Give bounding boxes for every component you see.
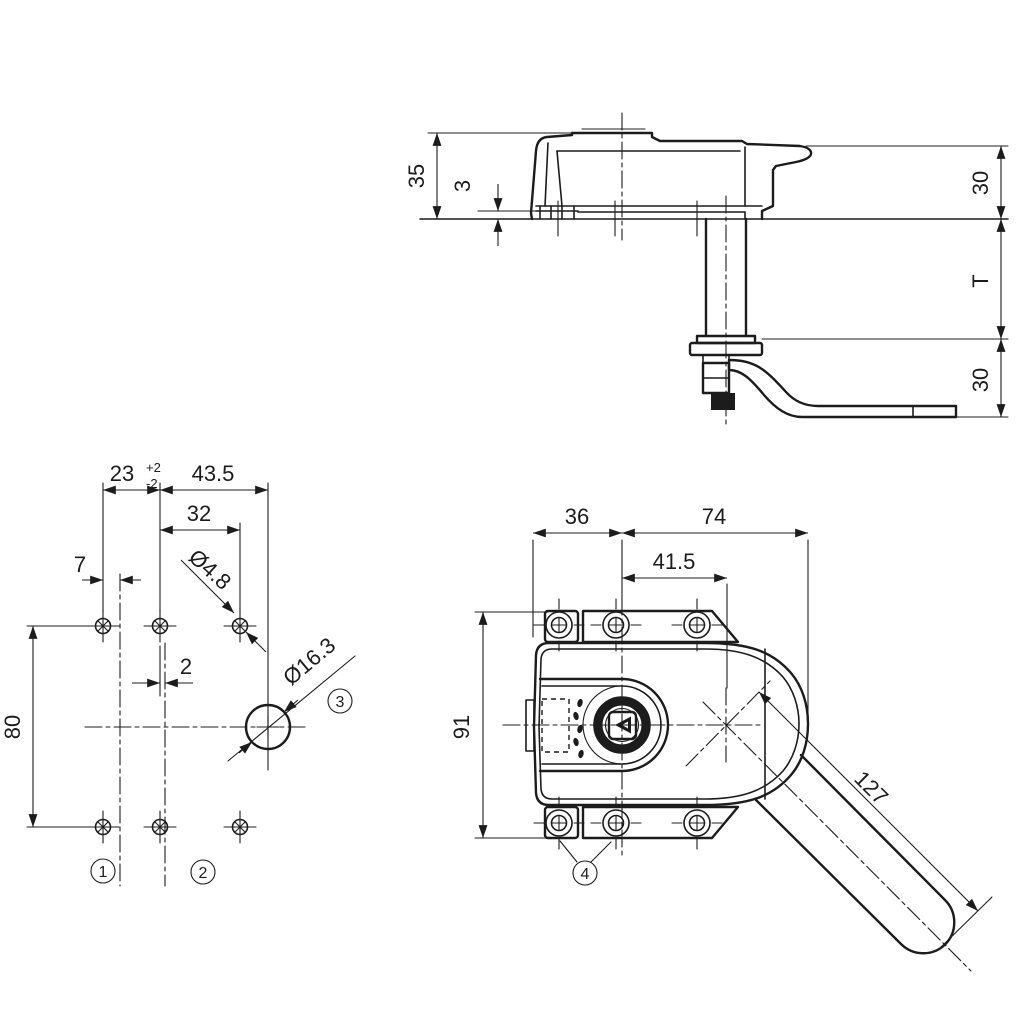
dim-36: 36 bbox=[565, 504, 589, 529]
mounting-screws bbox=[533, 598, 723, 850]
dim-32: 32 bbox=[187, 501, 211, 526]
dim-2: 2 bbox=[180, 654, 192, 679]
callout-3: 3 bbox=[327, 688, 353, 714]
dim-91: 91 bbox=[449, 715, 474, 739]
cam-latch-arm bbox=[727, 358, 958, 419]
callout-1: 1 bbox=[90, 858, 116, 884]
dim-43-5: 43.5 bbox=[192, 461, 235, 486]
dim-80: 80 bbox=[0, 715, 25, 739]
dim-41-5: 41.5 bbox=[653, 549, 696, 574]
dim-23-tol-minus: -2 bbox=[146, 476, 158, 491]
dim-23: 23 bbox=[110, 461, 134, 486]
top-plate bbox=[581, 609, 740, 644]
hidden-detent-box bbox=[541, 698, 570, 753]
dim-30-top: 30 bbox=[968, 171, 993, 195]
shaft-end-pin bbox=[711, 393, 735, 410]
callout-4: 4 bbox=[559, 840, 612, 886]
housing-outline bbox=[529, 131, 813, 221]
bottom-plate bbox=[581, 805, 740, 840]
front-view: 36 74 41.5 91 127 4 bbox=[449, 504, 993, 972]
handle-axis-centerline bbox=[702, 701, 972, 972]
dim-74: 74 bbox=[702, 504, 726, 529]
dia-16-3: Ø16.3 bbox=[278, 632, 340, 690]
dia-4-8: Ø4.8 bbox=[184, 544, 236, 594]
side-view: 35 3 30 T 30 bbox=[404, 112, 1009, 429]
svg-text:3: 3 bbox=[336, 694, 345, 711]
spring-detent-dots bbox=[573, 698, 584, 759]
lock-body-outline bbox=[532, 641, 810, 807]
dim-23-tol-plus: +2 bbox=[146, 460, 161, 475]
svg-text:4: 4 bbox=[581, 866, 590, 883]
dim-T: T bbox=[968, 274, 993, 287]
cylinder-boss bbox=[538, 677, 670, 773]
dim-127: 127 bbox=[849, 766, 893, 810]
callout-2: 2 bbox=[190, 859, 216, 885]
dim-35: 35 bbox=[404, 164, 429, 188]
svg-text:2: 2 bbox=[199, 865, 208, 882]
dim-3: 3 bbox=[450, 180, 475, 192]
hole-pattern-view: 23 +2 -2 43.5 32 7 2 80 Ø4.8 Ø16.3 1 2 3 bbox=[0, 460, 356, 887]
dim-7: 7 bbox=[74, 552, 86, 577]
svg-text:1: 1 bbox=[99, 864, 108, 881]
dim-30-bottom: 30 bbox=[968, 368, 993, 392]
